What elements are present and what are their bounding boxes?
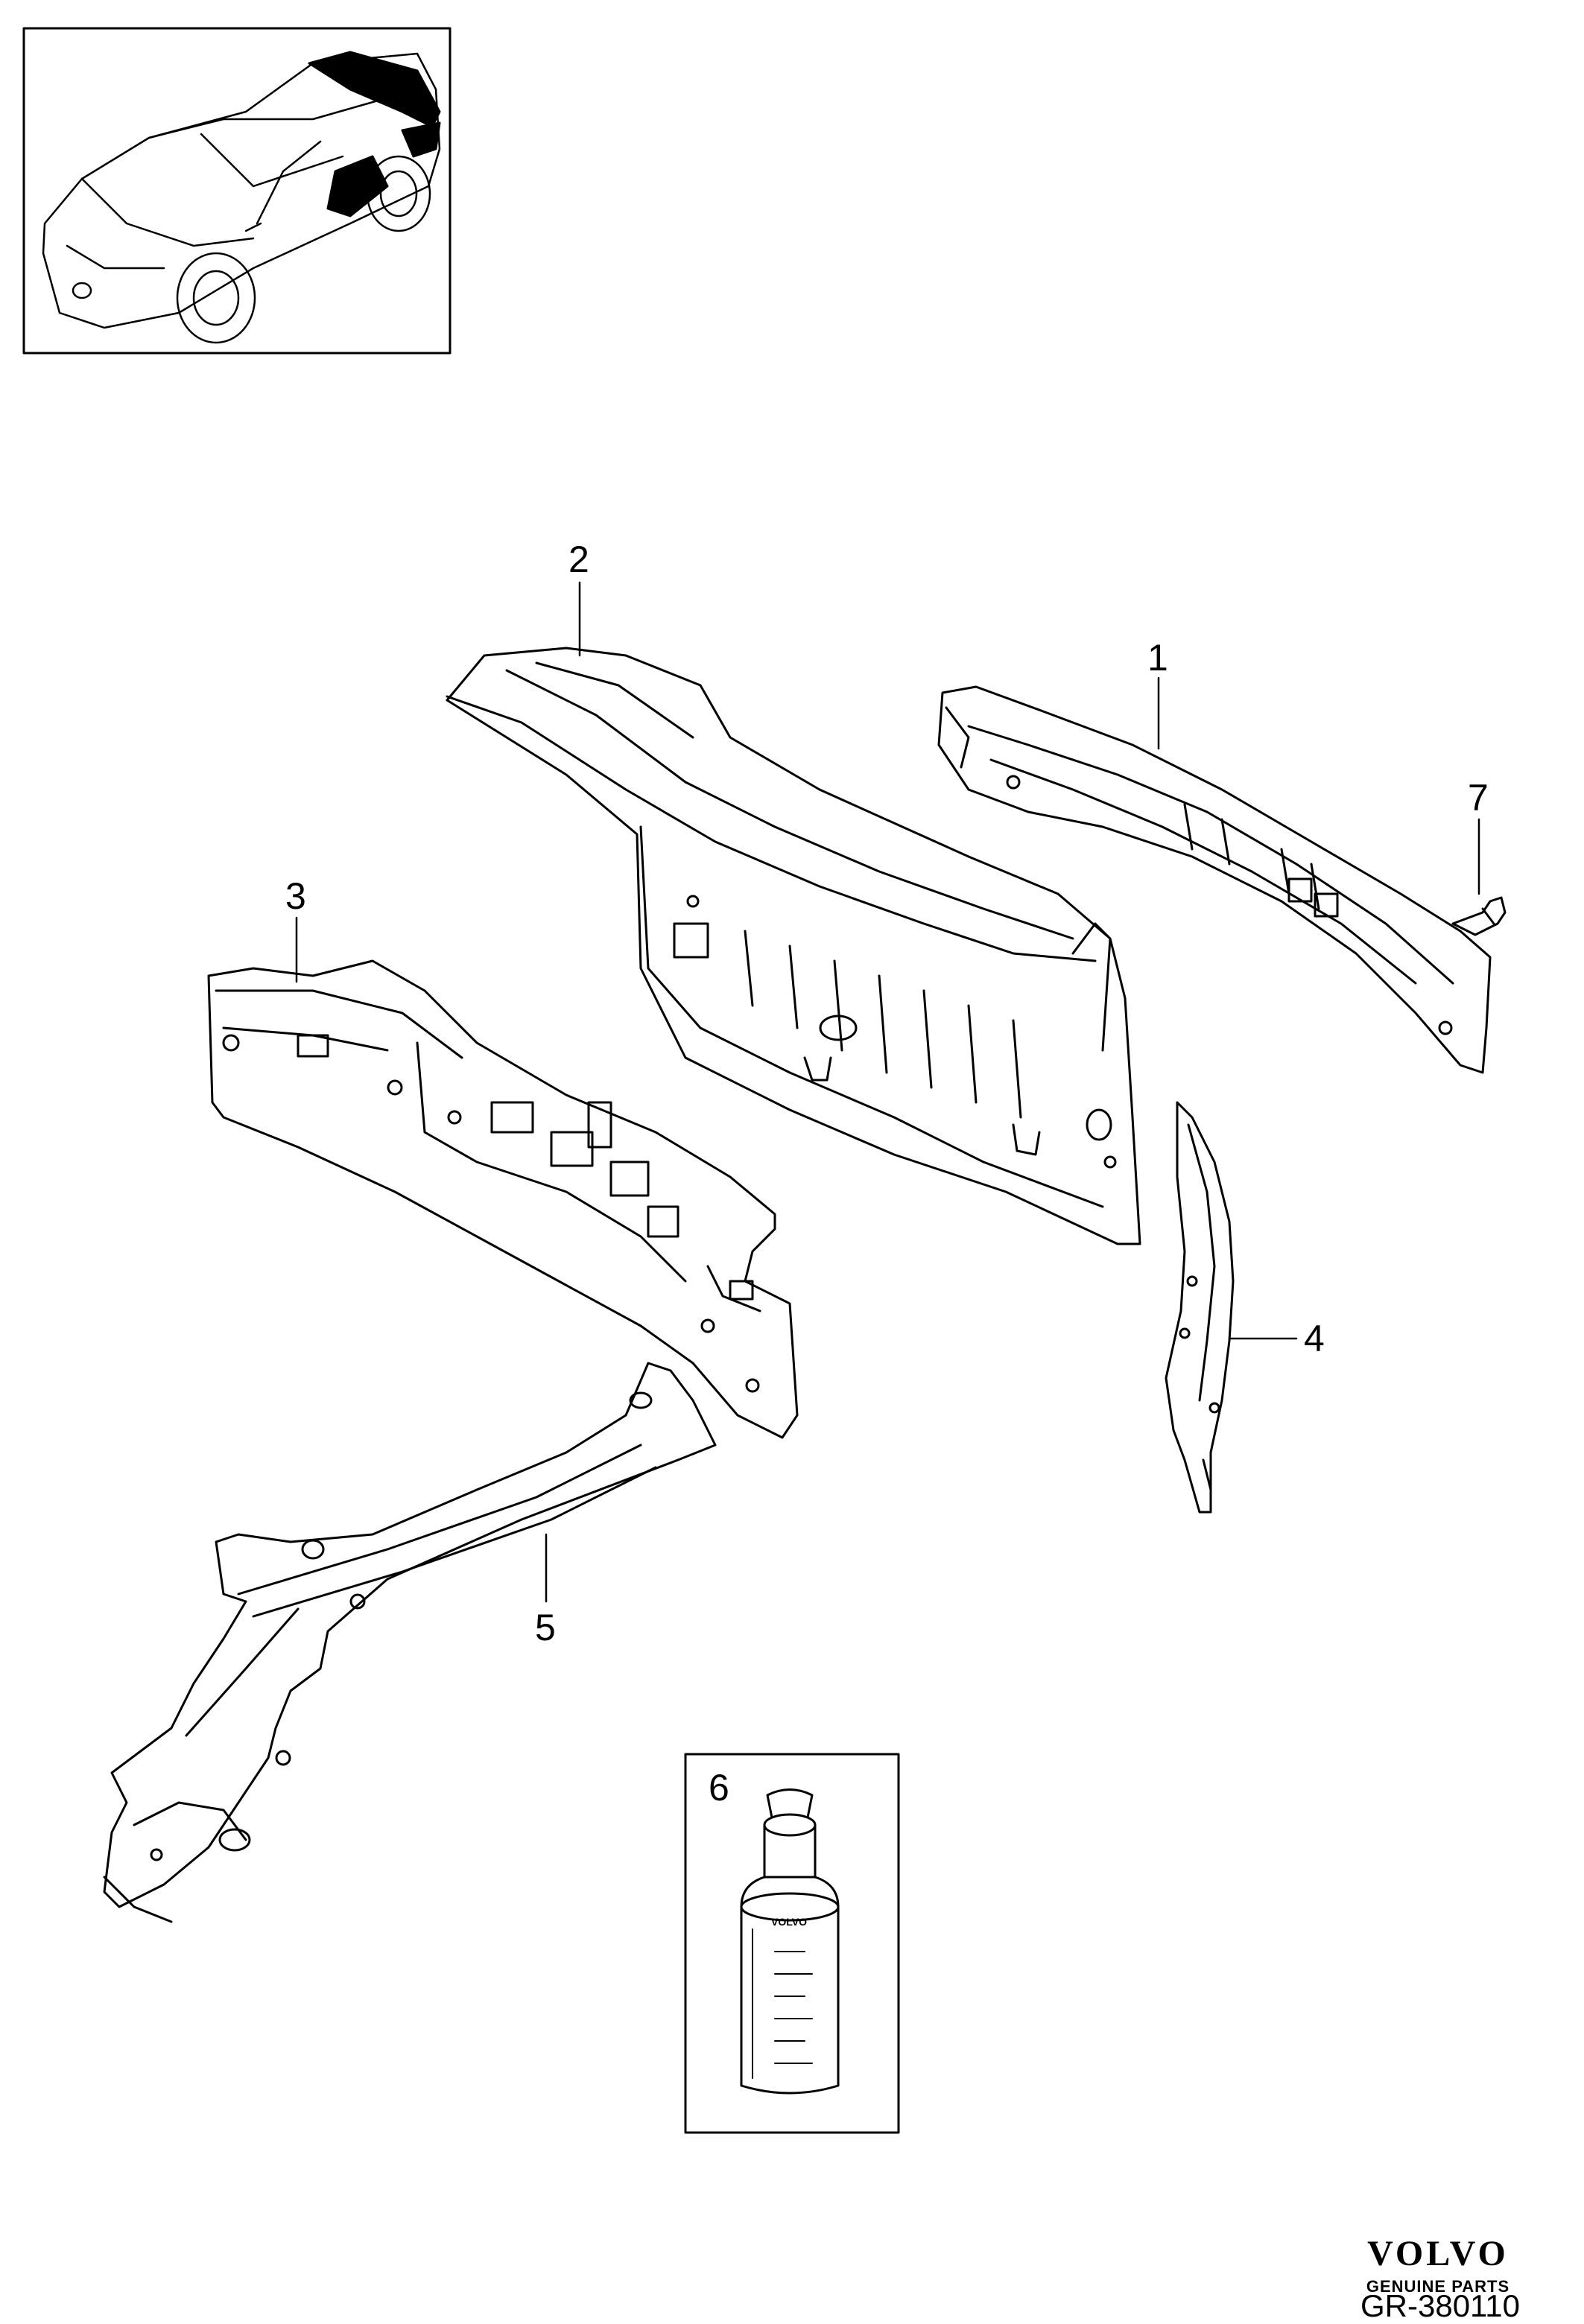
genuine-parts-label: GENUINE PARTS xyxy=(1366,2277,1510,2296)
part-1-rear-crossmember xyxy=(937,685,1492,1074)
brand-block: VOLVO GENUINE PARTS xyxy=(1356,2233,1520,2296)
document-number: GR-380110 xyxy=(1360,2288,1521,2323)
inset-frame xyxy=(22,27,452,355)
locator-inset xyxy=(22,27,452,355)
highlighted-rear-panels xyxy=(308,51,441,218)
callout-6: 6 xyxy=(709,1767,729,1809)
leader-lines xyxy=(295,581,1480,1603)
part-6-frame xyxy=(684,1753,900,2134)
callout-1: 1 xyxy=(1147,637,1168,679)
bottle-illustration xyxy=(740,1788,840,2095)
callout-2: 2 xyxy=(568,539,589,580)
car-locator-illustration xyxy=(42,52,441,344)
part-4-pillar-reinforcement xyxy=(1165,1101,1235,1514)
part-7-bolt xyxy=(1451,896,1507,936)
callout-3: 3 xyxy=(285,875,306,917)
part-3-inner-side-panel xyxy=(207,959,799,1439)
callout-4: 4 xyxy=(1304,1318,1325,1359)
part-6-box xyxy=(684,1753,900,2134)
callout-5: 5 xyxy=(535,1607,556,1648)
part-5-rear-side-member xyxy=(103,1362,717,1923)
volvo-logo: VOLVO xyxy=(1367,2234,1509,2273)
part-2-rear-panel xyxy=(446,647,1141,1245)
bottle-label: VOLVO xyxy=(771,1916,807,1928)
callout-7: 7 xyxy=(1468,777,1489,819)
